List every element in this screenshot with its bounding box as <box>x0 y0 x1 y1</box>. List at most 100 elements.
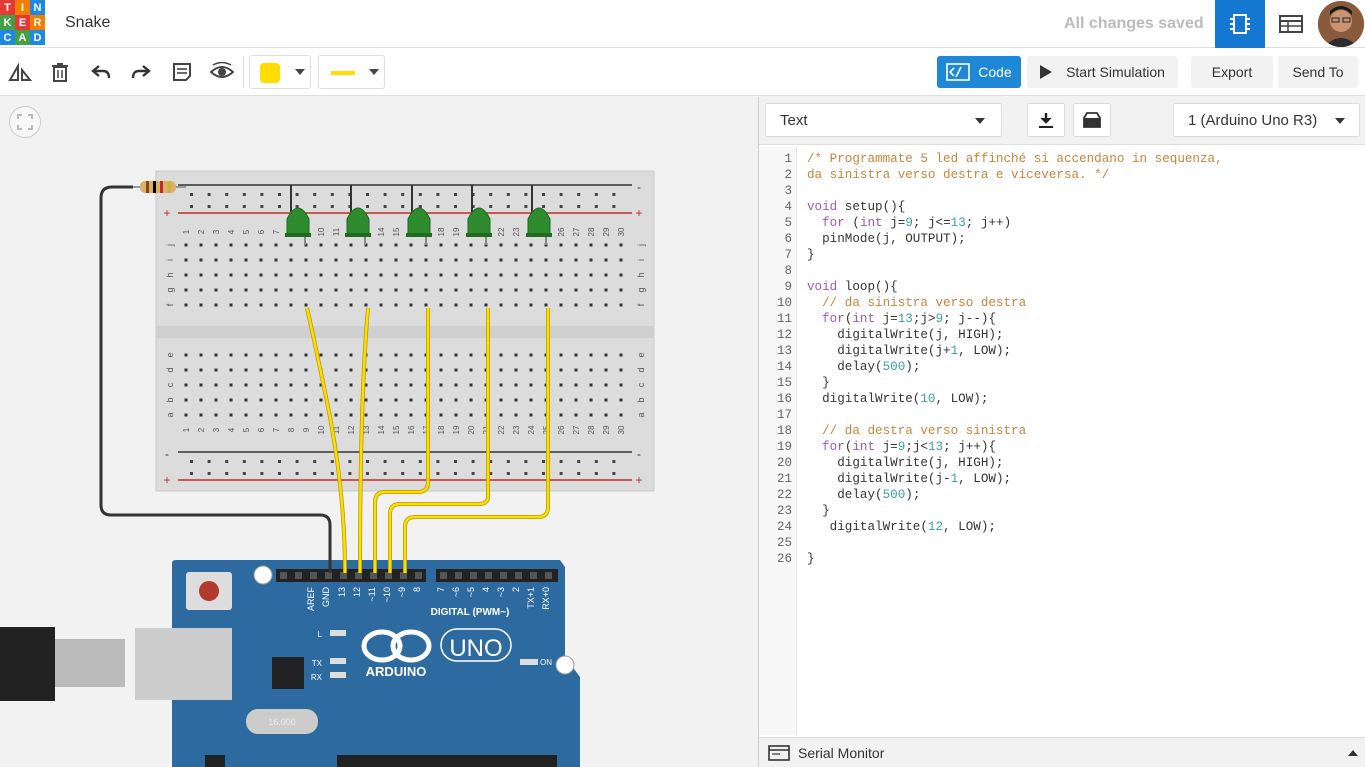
rail-hole <box>401 205 405 208</box>
rail-hole <box>418 460 422 463</box>
user-avatar[interactable] <box>1318 1 1364 47</box>
chip-icon <box>1230 14 1250 34</box>
column-number: 28 <box>587 425 596 434</box>
breadboard-hole <box>319 353 323 357</box>
color-dropdown[interactable] <box>249 55 311 89</box>
rotate-icon[interactable] <box>8 60 32 84</box>
breadboard-hole <box>484 258 488 262</box>
code-line[interactable]: delay(500); <box>807 488 921 502</box>
component-list-view-button[interactable] <box>1266 0 1316 48</box>
code-line[interactable]: for(int j=9;j<13; j++){ <box>822 440 997 454</box>
row-letter: i <box>165 259 175 261</box>
notes-icon[interactable] <box>170 60 194 84</box>
breadboard-hole <box>439 273 443 277</box>
breadboard-hole <box>319 383 323 387</box>
send-to-button[interactable]: Send To <box>1278 56 1358 88</box>
code-line[interactable]: digitalWrite(j, HIGH); <box>807 328 1004 342</box>
rail-hole <box>471 193 475 196</box>
rail-hole <box>506 460 510 463</box>
redo-icon[interactable] <box>129 60 153 84</box>
wire-style-swatch <box>331 71 355 75</box>
breadboard-hole <box>289 303 293 307</box>
code-line[interactable]: digitalWrite(j, HIGH); <box>807 456 1004 470</box>
code-line[interactable]: digitalWrite(j+1, LOW); <box>807 344 1012 358</box>
rail-hole <box>260 193 264 196</box>
breadboard-hole <box>319 288 323 292</box>
mounting-hole <box>253 565 273 585</box>
bottom-component <box>205 755 225 767</box>
breadboard-hole <box>544 273 548 277</box>
breadboard-hole <box>469 383 473 387</box>
code-line[interactable]: delay(500); <box>807 360 921 374</box>
visibility-icon[interactable] <box>210 60 234 84</box>
code-line[interactable]: digitalWrite(j-1, LOW); <box>807 472 1012 486</box>
breadboard-hole <box>244 368 248 372</box>
rail-hole <box>225 193 229 196</box>
start-simulation-button[interactable]: Start Simulation <box>1027 56 1178 88</box>
code-line[interactable]: for (int j=9; j<=13; j++) <box>822 216 1012 230</box>
circuit-view-button[interactable] <box>1215 0 1265 48</box>
code-line[interactable]: } <box>807 552 815 566</box>
breadboard-hole <box>364 398 368 402</box>
code-line[interactable]: } <box>807 504 830 518</box>
header-pin <box>340 572 347 579</box>
breadboard-hole <box>544 288 548 292</box>
expand-up-icon[interactable] <box>1348 750 1358 756</box>
code-line[interactable]: void loop(){ <box>807 280 898 294</box>
rail-hole <box>401 193 405 196</box>
code-line[interactable]: for(int j=13;j>9; j--){ <box>822 312 997 326</box>
breadboard-hole <box>394 258 398 262</box>
breadboard-hole <box>289 398 293 402</box>
breadboard-hole <box>499 368 503 372</box>
code-line[interactable]: // da destra verso sinistra <box>807 424 1027 438</box>
rail-hole <box>489 193 493 196</box>
code-line[interactable]: } <box>807 248 815 262</box>
line-number: 5 <box>784 216 792 230</box>
row-letter: j <box>636 244 646 247</box>
libraries-button[interactable] <box>1073 103 1111 137</box>
code-line[interactable]: void setup(){ <box>807 200 906 214</box>
code-line[interactable]: /* Programmate 5 led affinché si accenda… <box>807 152 1223 166</box>
breadboard-hole <box>349 258 353 262</box>
row-letter: h <box>165 272 175 277</box>
breadboard-hole <box>394 288 398 292</box>
code-line[interactable]: // da sinistra verso destra <box>807 296 1027 310</box>
serial-monitor-bar[interactable]: Serial Monitor <box>759 737 1365 767</box>
row-letter: f <box>165 303 175 306</box>
signal-wire <box>358 307 370 574</box>
column-number: 9 <box>302 427 311 432</box>
code-line[interactable]: da sinistra verso destra e viceversa. */ <box>807 168 1110 182</box>
header-pin <box>355 572 362 579</box>
code-mode-dropdown[interactable]: Text <box>765 103 1002 137</box>
fit-view-button[interactable] <box>9 106 41 138</box>
rail-hole <box>313 472 317 475</box>
rail-hole <box>190 193 193 196</box>
device-dropdown[interactable]: 1 (Arduino Uno R3) <box>1173 103 1360 137</box>
breadboard-hole <box>214 353 218 357</box>
project-title[interactable]: Snake <box>65 14 111 31</box>
rail-hole <box>295 460 299 463</box>
breadboard-hole <box>574 353 578 357</box>
wire-style-dropdown[interactable] <box>318 55 385 89</box>
code-line[interactable]: digitalWrite(10, LOW); <box>807 392 989 406</box>
code-line[interactable]: digitalWrite(12, LOW); <box>807 520 996 534</box>
column-number: 15 <box>392 227 401 236</box>
undo-icon[interactable] <box>89 60 113 84</box>
code-button[interactable]: Code <box>937 56 1021 88</box>
delete-icon[interactable] <box>48 60 72 84</box>
breadboard-hole <box>619 353 623 357</box>
green-led <box>467 207 491 236</box>
circuit-canvas[interactable]: ++++----11223344556677889910101111121213… <box>0 97 758 767</box>
breadboard-hole <box>439 303 443 307</box>
download-code-button[interactable] <box>1027 103 1065 137</box>
breadboard-hole <box>589 258 593 262</box>
green-led <box>407 207 431 236</box>
row-letter: d <box>165 367 175 372</box>
breadboard-hole <box>499 353 503 357</box>
code-line[interactable]: } <box>807 376 830 390</box>
code-line[interactable]: pinMode(j, OUTPUT); <box>807 232 966 246</box>
export-button[interactable]: Export <box>1191 56 1273 88</box>
arduino-logo-right <box>390 629 432 663</box>
